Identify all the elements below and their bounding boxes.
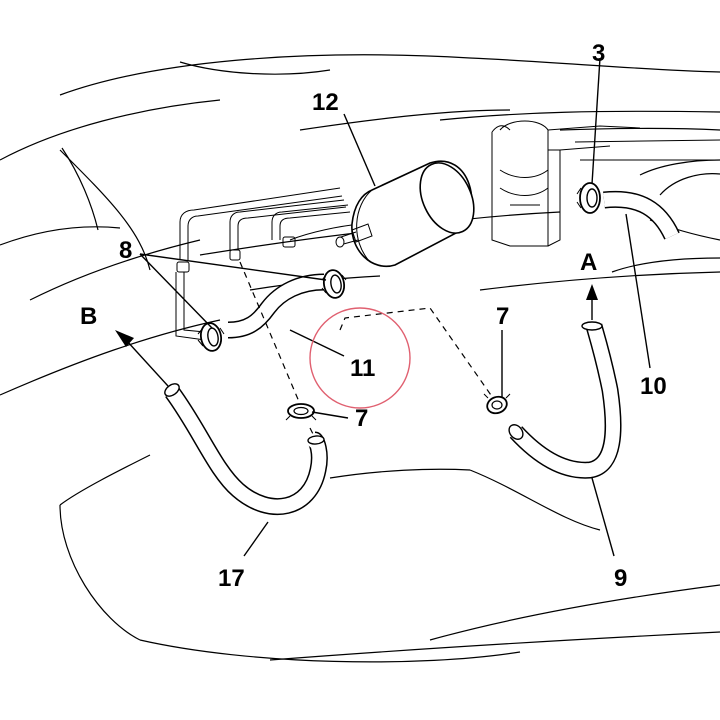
callout-7-left: 7 <box>355 405 368 432</box>
callout-a: A <box>580 249 597 276</box>
callout-17: 17 <box>218 565 245 592</box>
hose-clamp-7-left <box>285 403 317 421</box>
hose-clamp-7-right <box>483 393 511 415</box>
hose-clamp-10 <box>576 182 601 214</box>
mounting-bracket <box>491 120 720 247</box>
fuel-filter <box>335 160 475 268</box>
leader-lines <box>139 57 651 557</box>
hose-17 <box>164 383 328 516</box>
arrow-a <box>586 284 598 320</box>
highlight-circle <box>309 307 411 409</box>
arrow-b <box>115 330 169 387</box>
fuel-pipes <box>175 187 361 341</box>
callout-8: 8 <box>119 237 132 264</box>
callout-b: B <box>80 303 97 330</box>
callout-11: 11 <box>350 355 375 382</box>
callout-9: 9 <box>614 565 627 592</box>
callout-7-right: 7 <box>496 303 509 330</box>
hose-10 <box>603 190 680 240</box>
hose-clamp-8-left <box>197 322 225 352</box>
hose-11 <box>227 273 325 339</box>
callout-top-partial: 3 <box>592 40 605 67</box>
hose-clamp-8-right <box>321 269 347 299</box>
callout-12: 12 <box>312 89 339 116</box>
hose-9 <box>508 321 622 479</box>
callout-10-partial: 10 <box>640 373 667 400</box>
dashed-connection-lines <box>239 261 494 437</box>
